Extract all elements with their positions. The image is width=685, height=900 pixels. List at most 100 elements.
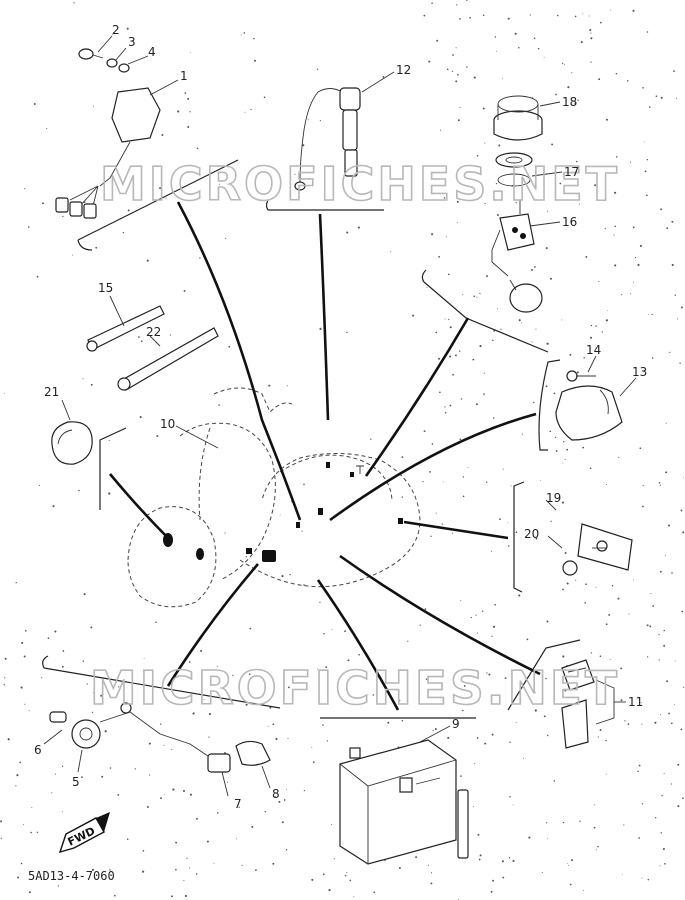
speckle: [412, 314, 415, 317]
speckle: [682, 686, 685, 688]
speckle: [423, 14, 426, 17]
speckle: [577, 99, 579, 101]
speckle: [563, 441, 565, 443]
speckle: [155, 621, 157, 623]
speckle: [445, 236, 447, 238]
speckle: [564, 552, 567, 554]
speckle: [605, 319, 608, 322]
speckle: [159, 187, 162, 190]
speckle: [575, 579, 577, 581]
speckle: [482, 610, 484, 612]
speckle: [4, 393, 6, 395]
speckle: [509, 795, 511, 798]
speckle: [372, 694, 375, 696]
speckle: [510, 485, 512, 487]
speckle: [599, 21, 602, 24]
speckle: [15, 785, 17, 787]
speckle: [466, 0, 468, 1]
speckle: [569, 883, 572, 886]
speckle: [494, 603, 496, 606]
speckle: [641, 803, 644, 805]
speckle: [608, 613, 611, 616]
speckle: [666, 680, 669, 683]
speckle: [680, 306, 683, 309]
speckle: [113, 894, 116, 897]
speckle: [232, 674, 234, 677]
speckle: [533, 401, 535, 404]
speckle: [269, 706, 272, 709]
speckle: [175, 868, 177, 871]
speckle: [462, 495, 465, 498]
speckle: [683, 476, 684, 478]
speckle: [483, 393, 485, 395]
speckle: [100, 694, 103, 697]
speckle: [0, 837, 2, 839]
speckle: [677, 318, 678, 320]
speckle: [632, 9, 635, 12]
speckle: [302, 144, 305, 147]
callout-18: 18: [562, 95, 577, 109]
speckle: [545, 677, 547, 680]
speckle: [566, 448, 569, 451]
speckle: [183, 289, 186, 292]
speckle: [16, 774, 19, 777]
speckle: [186, 857, 188, 859]
speckle: [512, 859, 515, 862]
speckle: [346, 331, 348, 334]
callout-22: 22: [146, 325, 161, 339]
speckle: [90, 383, 93, 386]
speckle: [344, 874, 347, 877]
speckle: [93, 105, 95, 107]
speckle: [515, 202, 517, 204]
speckle: [671, 220, 674, 223]
speckle: [218, 404, 220, 406]
speckle: [642, 87, 644, 89]
speckle: [617, 597, 620, 600]
callout-labels: 1 2 3 4 5 6 7 8 9 11 12 13 14 15 16 17 1…: [34, 23, 647, 811]
speckle: [493, 330, 495, 332]
speckle: [637, 770, 639, 773]
speckle: [101, 775, 104, 778]
speckle: [62, 215, 64, 218]
speckle: [467, 466, 469, 468]
part-group-relay: [538, 355, 637, 451]
speckle: [646, 31, 649, 33]
speckle: [518, 594, 521, 597]
speckle: [142, 870, 145, 873]
speckle: [109, 869, 111, 871]
speckle: [36, 831, 39, 834]
speckle: [498, 144, 501, 147]
speckle: [187, 97, 190, 100]
speckle: [51, 792, 53, 794]
speckle: [161, 134, 164, 136]
speckle: [146, 259, 149, 262]
speckle: [448, 318, 450, 321]
speckle: [599, 729, 602, 731]
speckle: [452, 373, 454, 376]
speckle: [218, 183, 220, 185]
speckle: [482, 107, 485, 110]
speckle: [590, 61, 592, 63]
speckle: [118, 686, 120, 688]
callout-1: 1: [180, 69, 188, 83]
speckle: [279, 514, 281, 516]
speckle: [373, 891, 376, 894]
speckle: [358, 653, 360, 656]
speckle: [347, 659, 350, 662]
speckle: [134, 768, 136, 770]
speckle: [598, 78, 601, 81]
speckle: [593, 826, 596, 829]
speckle: [160, 723, 162, 725]
speckle: [495, 182, 498, 185]
speckle: [216, 812, 219, 814]
callout-21: 21: [44, 385, 59, 399]
speckle: [551, 143, 554, 146]
speckle: [112, 33, 113, 35]
speckle: [398, 867, 401, 869]
speckle: [254, 59, 256, 62]
speckle: [331, 824, 332, 825]
speckle: [576, 160, 578, 163]
speckle: [550, 520, 552, 522]
speckle: [670, 783, 673, 785]
